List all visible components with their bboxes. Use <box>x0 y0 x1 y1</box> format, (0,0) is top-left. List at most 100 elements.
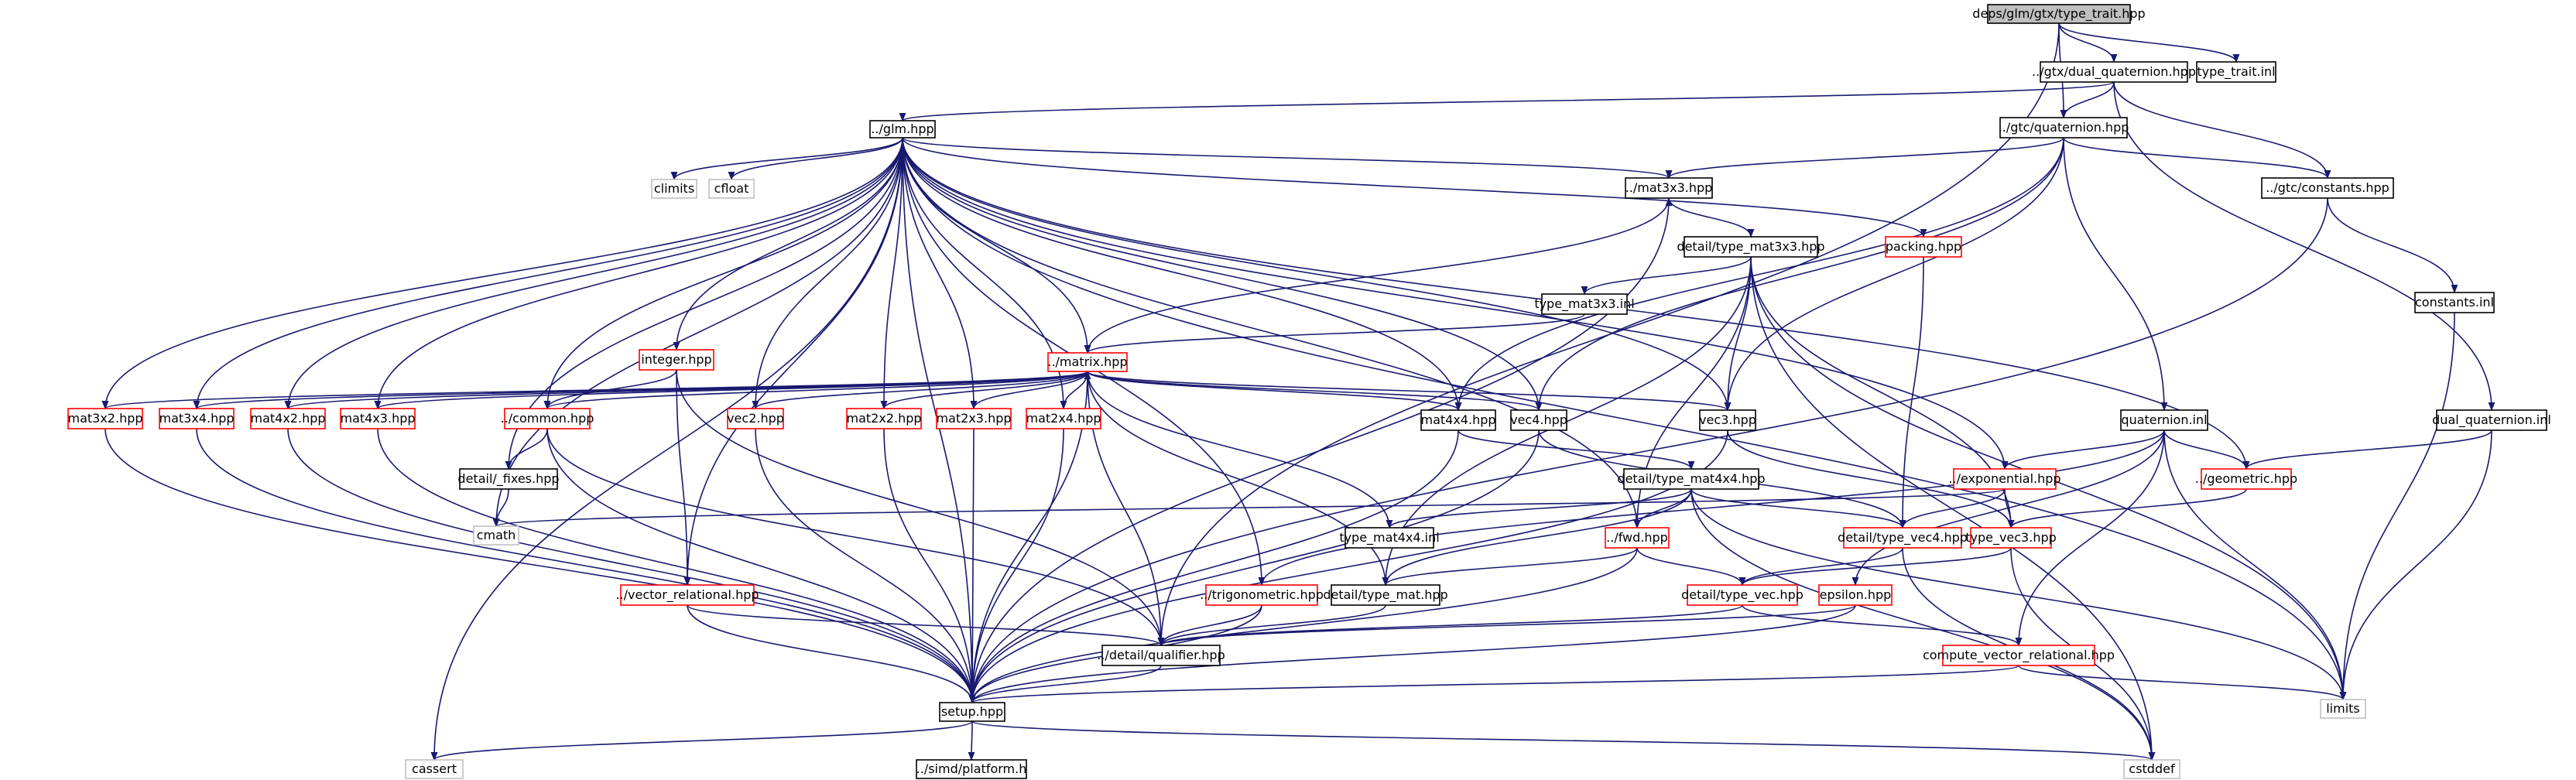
node-quat[interactable]: ../gtc/quaternion.hpp <box>1999 117 2129 139</box>
dependency-edge <box>196 428 976 704</box>
node-quatinl[interactable]: quaternion.inl <box>2120 409 2208 431</box>
node-cassert: cassert <box>405 759 464 779</box>
edge-mat2x3-to-setup <box>968 428 976 704</box>
node-vecrel[interactable]: ../vector_relational.hpp <box>615 584 759 606</box>
node-vec3[interactable]: vec3.hpp <box>1699 409 1756 431</box>
node-label: ../matrix.hpp <box>1047 354 1127 369</box>
dependency-edge <box>1581 256 1752 296</box>
node-tm3x3inl[interactable]: type_mat3x3.inl <box>1534 293 1635 315</box>
node-packing[interactable]: packing.hpp <box>1885 236 1962 258</box>
dependency-edge <box>902 137 2009 470</box>
edge-matrix-to-dtmat <box>1087 371 1389 587</box>
node-label: cmath <box>477 528 516 542</box>
node-mat2x3[interactable]: mat2x3.hpp <box>936 408 1012 429</box>
node-box <box>1684 236 1818 258</box>
node-box <box>1987 4 2131 24</box>
node-mat3x2[interactable]: mat3x2.hpp <box>67 408 143 429</box>
edge-dtm4x4-to-cstddef <box>1690 488 2156 761</box>
edge-dtvec-to-cvr <box>1742 604 2023 647</box>
node-climits: climits <box>651 179 697 199</box>
node-simd[interactable]: ../simd/platform.h <box>916 759 1027 779</box>
node-fwd[interactable]: ../fwd.hpp <box>1605 527 1670 549</box>
node-root[interactable]: deps/glm/gtx/type_trait.hpp <box>1972 4 2146 24</box>
dependency-edge <box>752 371 1088 410</box>
node-dtm4x4[interactable]: detail/type_mat4x4.hpp <box>1617 468 1766 490</box>
node-expo[interactable]: ../exponential.hpp <box>1948 468 2061 490</box>
dependency-edge <box>673 137 903 351</box>
node-mat4x4[interactable]: mat4x4.hpp <box>1420 409 1496 431</box>
node-box <box>1541 293 1628 315</box>
node-box <box>1510 409 1567 431</box>
edge-quat-to-mat3x3 <box>1665 137 2064 180</box>
node-geom[interactable]: ../geometric.hpp <box>2195 468 2297 490</box>
edge-glm-to-fixes <box>505 137 903 470</box>
node-dtmat[interactable]: detail/type_mat.hpp <box>1323 584 1448 606</box>
node-dual_q[interactable]: ../gtx/dual_quaternion.hpp <box>2032 61 2196 83</box>
edge-quatinl-to-epsilon <box>1852 429 2165 587</box>
dependency-edge <box>1386 488 1692 529</box>
node-label: type_mat4x4.inl <box>1339 530 1439 546</box>
node-fixes[interactable]: detail/_fixes.hpp <box>457 468 560 490</box>
edge-tvec3-to-dtvec <box>1738 547 2012 587</box>
edge-qual-to-setup <box>968 665 1162 704</box>
edge-glm-to-matrix <box>902 137 1091 354</box>
edge-dtm3x3-to-dtmat <box>1382 256 1752 587</box>
node-mat2x4[interactable]: mat2x4.hpp <box>1026 408 1101 429</box>
node-tm4x4inl[interactable]: type_mat4x4.inl <box>1339 527 1440 549</box>
dependency-edge <box>1157 604 1386 647</box>
dependency-edge <box>284 371 1088 410</box>
node-constants[interactable]: ../gtc/constants.hpp <box>2261 177 2394 199</box>
node-dtvec[interactable]: detail/type_vec.hpp <box>1681 584 1804 606</box>
node-tt_inl[interactable]: type_trait.inl <box>2196 61 2276 83</box>
dependency-edge <box>968 547 1638 704</box>
node-label: climits <box>654 181 694 196</box>
node-glm[interactable]: ../glm.hpp <box>869 120 936 139</box>
node-dtm3x3[interactable]: detail/type_mat3x3.hpp <box>1677 236 1825 258</box>
node-setup[interactable]: setup.hpp <box>939 702 1005 722</box>
dependency-edge <box>1458 429 1695 470</box>
node-epsilon[interactable]: epsilon.hpp <box>1818 584 1893 606</box>
edge-matrix-to-mat3x3 <box>1087 197 1673 354</box>
node-label: deps/glm/gtx/type_trait.hpp <box>1972 6 2145 22</box>
edge-setup-to-cassert <box>430 720 973 761</box>
dependency-edge <box>102 371 1088 410</box>
node-label: vec2.hpp <box>727 411 784 426</box>
edge-packing-to-dtv4 <box>1899 256 1924 529</box>
edge-glm-to-mat3x3 <box>902 137 1673 180</box>
node-qual[interactable]: ../detail/qualifier.hpp <box>1097 645 1225 666</box>
node-dtv4[interactable]: detail/type_vec4.hpp <box>1838 527 1968 549</box>
dependency-edge <box>883 428 976 704</box>
node-mat3x3[interactable]: ../mat3x3.hpp <box>1625 177 1713 199</box>
node-consinl[interactable]: constants.inl <box>2414 292 2495 313</box>
edge-glm-to-limits <box>902 137 2347 701</box>
node-tvec3[interactable]: type_vec3.hpp <box>1965 527 2057 549</box>
edge-vecrel-to-setup <box>687 604 976 704</box>
node-vec2[interactable]: vec2.hpp <box>727 408 784 429</box>
edge-glm-to-fwd <box>902 137 1641 529</box>
node-label: ../gtc/constants.hpp <box>2266 180 2389 195</box>
edge-quatinl-to-cvr <box>2015 429 2165 647</box>
edge-dtm4x4-to-dtmat <box>1382 488 1692 587</box>
node-common[interactable]: ../common.hpp <box>501 408 594 429</box>
node-cvr[interactable]: compute_vector_relational.hpp <box>1923 645 2115 666</box>
node-mat4x2[interactable]: mat4x2.hpp <box>250 408 326 429</box>
edge-mat4x3-to-setup <box>377 428 976 704</box>
node-box <box>2261 177 2394 199</box>
dependency-edge <box>104 428 976 704</box>
node-mat2x2[interactable]: mat2x2.hpp <box>846 408 922 429</box>
dependency-edge <box>2007 488 2247 529</box>
node-mat3x4[interactable]: mat3x4.hpp <box>159 408 235 429</box>
node-trig[interactable]: ../trigonometric.hpp <box>1200 584 1324 606</box>
node-box <box>1625 177 1713 199</box>
node-matrix[interactable]: ../matrix.hpp <box>1047 352 1128 372</box>
node-cfloat: cfloat <box>708 179 755 199</box>
dependency-edge <box>377 428 976 704</box>
node-mat4x3[interactable]: mat4x3.hpp <box>340 408 416 429</box>
node-integer[interactable]: integer.hpp <box>639 349 714 371</box>
node-vec4[interactable]: vec4.hpp <box>1510 409 1567 431</box>
edge-dtm4x4-to-fwd <box>1633 488 1692 529</box>
node-dualinl[interactable]: dual_quaternion.inl <box>2432 409 2551 431</box>
edge-mat4x4-to-setup <box>968 429 1459 704</box>
dependency-edge <box>543 371 1088 410</box>
edge-glm-to-packing <box>902 137 1927 238</box>
